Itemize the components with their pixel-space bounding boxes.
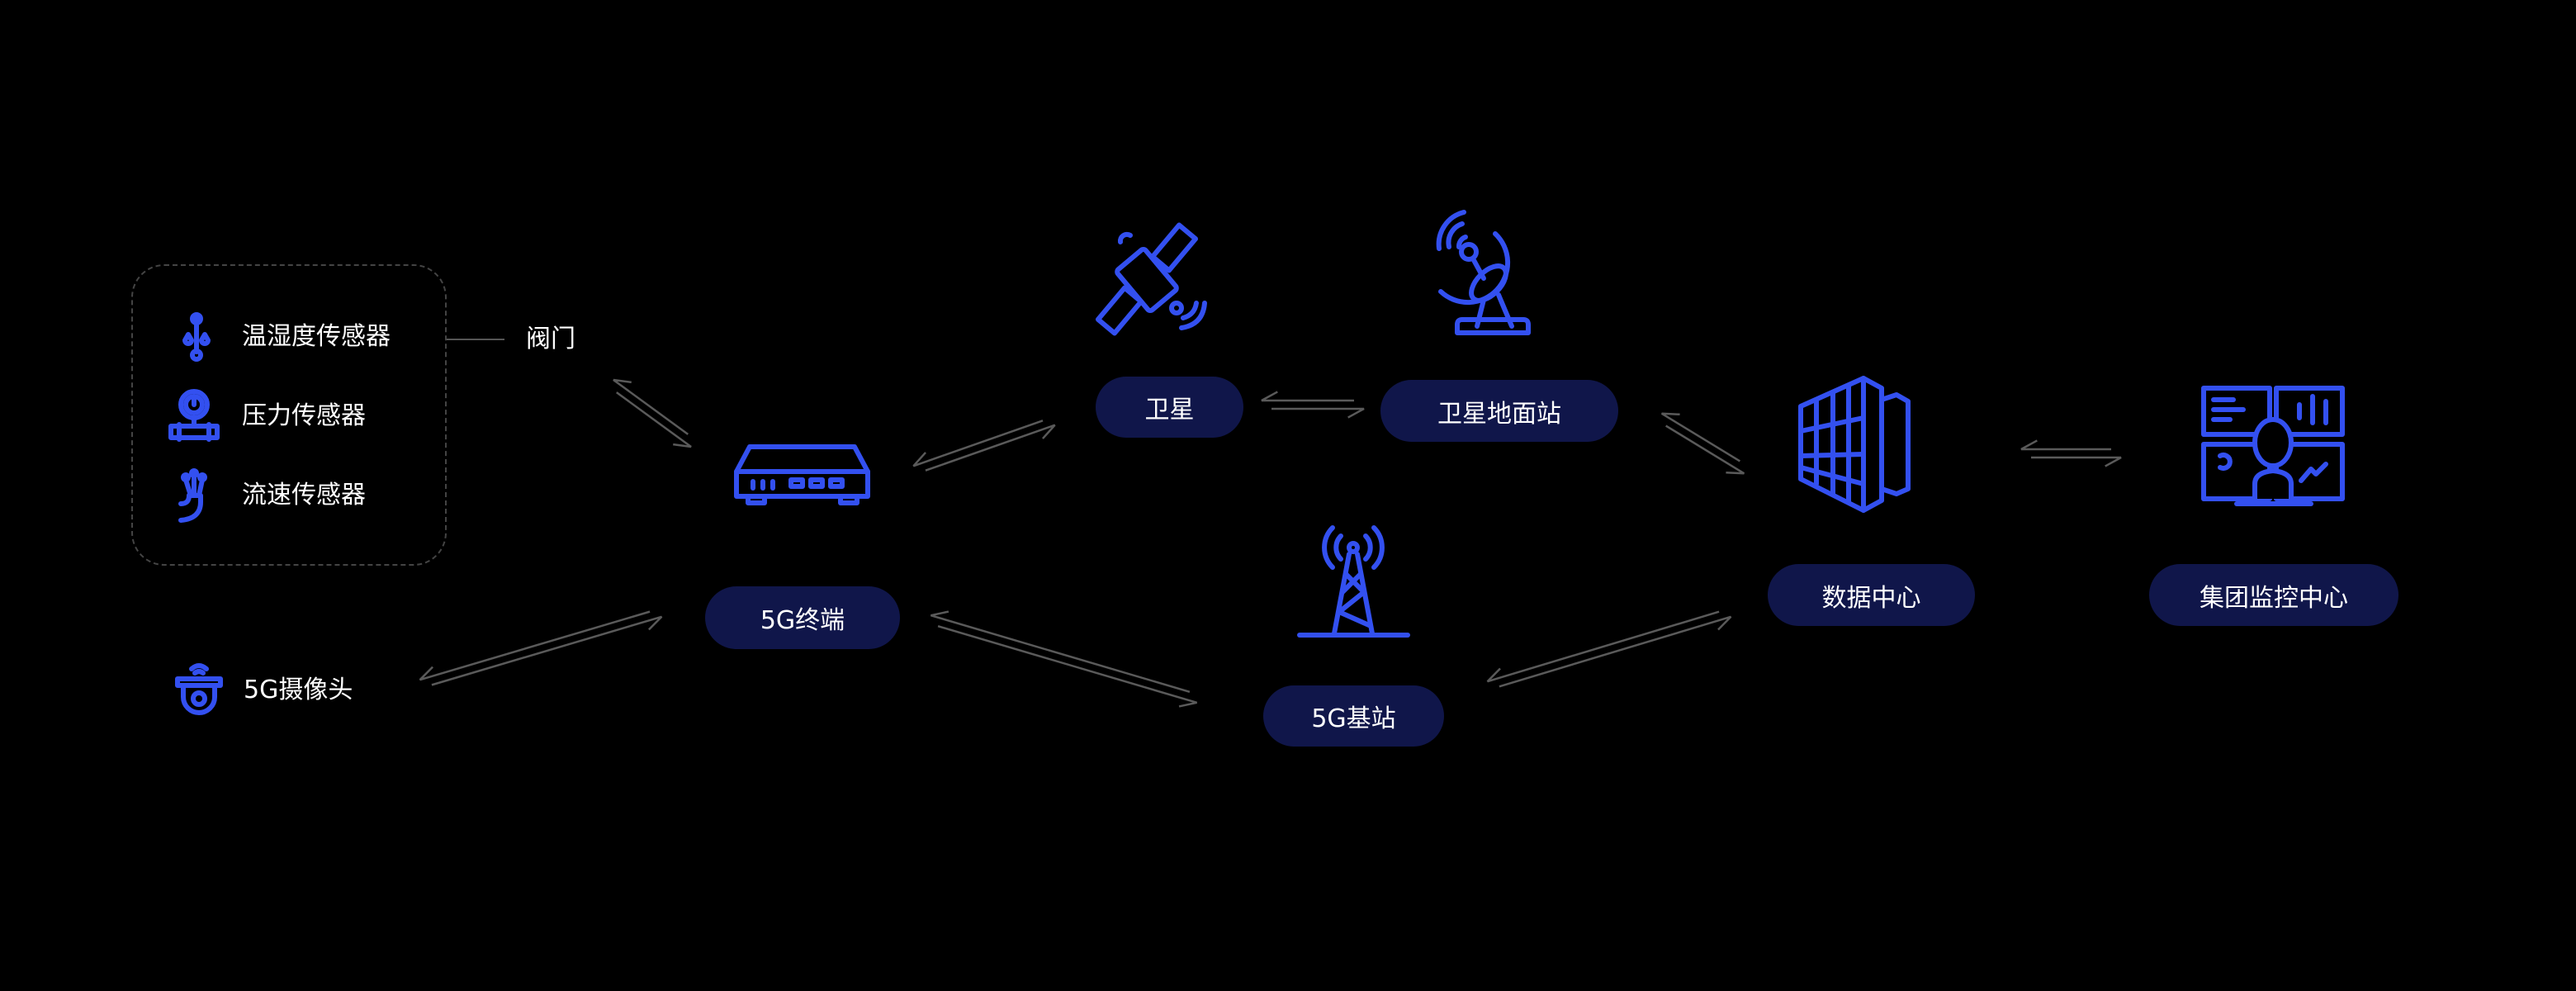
harpoon-arrow: [1660, 412, 1745, 475]
node-satellite-ground-station[interactable]: 卫星地面站: [1380, 380, 1618, 442]
server-building-icon: [1796, 376, 1939, 513]
valve-label: 阀门: [526, 325, 575, 353]
arrow-terminal-to-satellite: [912, 420, 1056, 472]
monitoring-operator-icon: [2200, 385, 2345, 506]
harpoon-arrow: [912, 420, 1056, 472]
pressure-gauge-icon: [168, 388, 220, 442]
sensor-label-temp-humidity: 温湿度传感器: [242, 322, 391, 351]
valve-connector-line: [447, 339, 504, 340]
harpoon-arrow: [1261, 391, 1365, 419]
arrow-data-center-to-monitor: [2020, 439, 2122, 467]
sensor-group-box: [131, 264, 447, 566]
arrow-satellite-to-ground-station: [1261, 391, 1365, 419]
arrow-base-station-to-data-center: [1486, 610, 1732, 688]
node-satellite[interactable]: 卫星: [1096, 377, 1243, 438]
harpoon-arrow: [613, 378, 692, 448]
node-label: 5G终端: [760, 606, 845, 635]
node-data-center[interactable]: 数据中心: [1768, 564, 1975, 626]
harpoon-arrow: [1486, 610, 1732, 688]
arrow-camera-to-terminal: [419, 610, 663, 686]
node-label: 卫星地面站: [1437, 399, 1561, 429]
router-icon: [733, 443, 871, 506]
satellite-dish-icon: [1432, 209, 1549, 335]
arrow-ground-station-to-data-center: [1660, 412, 1745, 475]
node-group-monitoring-center[interactable]: 集团监控中心: [2149, 564, 2398, 626]
sensor-label-pressure: 压力传感器: [242, 401, 366, 430]
harpoon-arrow: [930, 610, 1197, 708]
node-label: 数据中心: [1821, 583, 1921, 613]
node-label: 5G基站: [1311, 704, 1396, 733]
harpoon-arrow: [419, 610, 663, 686]
node-label: 集团监控中心: [2200, 583, 2348, 613]
satellite-icon: [1095, 219, 1216, 336]
node-5g-terminal[interactable]: 5G终端: [705, 586, 900, 649]
node-label: 卫星: [1144, 396, 1195, 424]
arrow-sensor-to-terminal: [613, 378, 692, 448]
harpoon-arrow: [2020, 439, 2122, 467]
flow-sensor-icon: [178, 468, 211, 524]
thermometer-humidity-icon: [180, 312, 213, 362]
cell-tower-icon: [1295, 523, 1413, 641]
camera-label: 5G摄像头: [244, 676, 353, 704]
sensor-label-flow: 流速传感器: [242, 481, 366, 510]
node-5g-base-station[interactable]: 5G基站: [1263, 685, 1444, 747]
arrow-terminal-to-base-station: [930, 610, 1197, 708]
camera-icon: [175, 661, 223, 718]
